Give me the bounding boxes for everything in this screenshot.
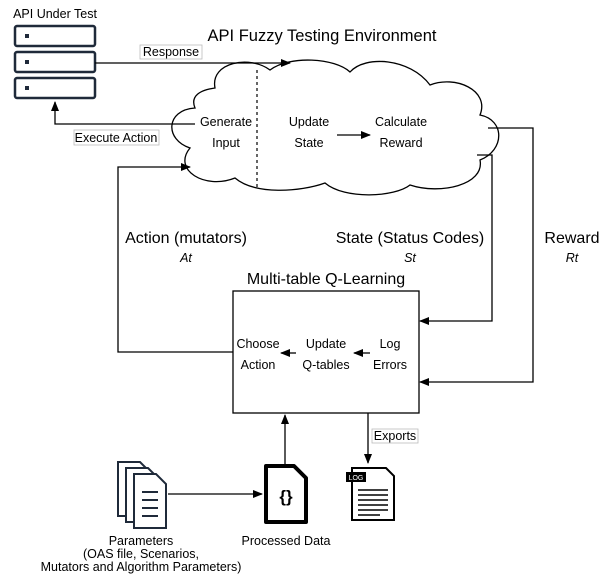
state-arrow — [419, 154, 493, 325]
server-icon — [13, 24, 97, 100]
generate-input-line2: Input — [212, 136, 240, 150]
log-badge: LOG — [349, 475, 364, 482]
json-braces: {} — [279, 487, 293, 506]
update-state-line2: State — [294, 136, 323, 150]
parameters-line2: (OAS file, Scenarios, — [83, 547, 199, 561]
environment-title: API Fuzzy Testing Environment — [208, 27, 437, 45]
json-file-icon: {} — [264, 464, 308, 524]
server-title: API Under Test — [13, 7, 97, 21]
calculate-reward-line1: Calculate — [375, 115, 427, 129]
response-label-box — [139, 44, 203, 60]
exports-label-box — [371, 428, 419, 444]
choose-action-line2: Action — [241, 358, 276, 372]
parameters-line3: Mutators and Algorithm Parameters) — [41, 560, 242, 574]
reward-label: Reward — [544, 230, 599, 247]
reward-arrow — [419, 127, 534, 386]
processed-data-label: Processed Data — [242, 534, 331, 548]
exports-label: Exports — [374, 429, 416, 443]
reward-symbol: Rt — [566, 251, 579, 265]
log-errors-line2: Errors — [373, 358, 407, 372]
generate-input-line1: Generate — [200, 115, 252, 129]
state-symbol: St — [404, 251, 416, 265]
update-state-line1: Update — [289, 115, 329, 129]
qlearning-box — [232, 290, 420, 414]
update-qtables-line2: Q-tables — [302, 358, 349, 372]
calculate-reward-line2: Reward — [379, 136, 422, 150]
log-file-icon: LOG — [346, 467, 395, 521]
parameters-line1: Parameters — [109, 534, 174, 548]
action-label: Action (mutators) — [125, 230, 247, 247]
response-label: Response — [143, 45, 199, 59]
log-errors-line1: Log — [380, 337, 401, 351]
execute-action-label-box — [73, 129, 160, 146]
update-qtables-line1: Update — [306, 337, 346, 351]
environment-cloud — [171, 59, 500, 196]
choose-action-line1: Choose — [236, 337, 279, 351]
qlearning-title: Multi-table Q-Learning — [247, 271, 405, 288]
action-arrow — [117, 163, 233, 353]
parameters-documents-icon — [117, 461, 167, 529]
action-symbol: At — [179, 251, 192, 265]
state-label: State (Status Codes) — [336, 230, 485, 247]
execute-action-arrow — [51, 101, 195, 125]
execute-action-label: Execute Action — [75, 131, 158, 145]
